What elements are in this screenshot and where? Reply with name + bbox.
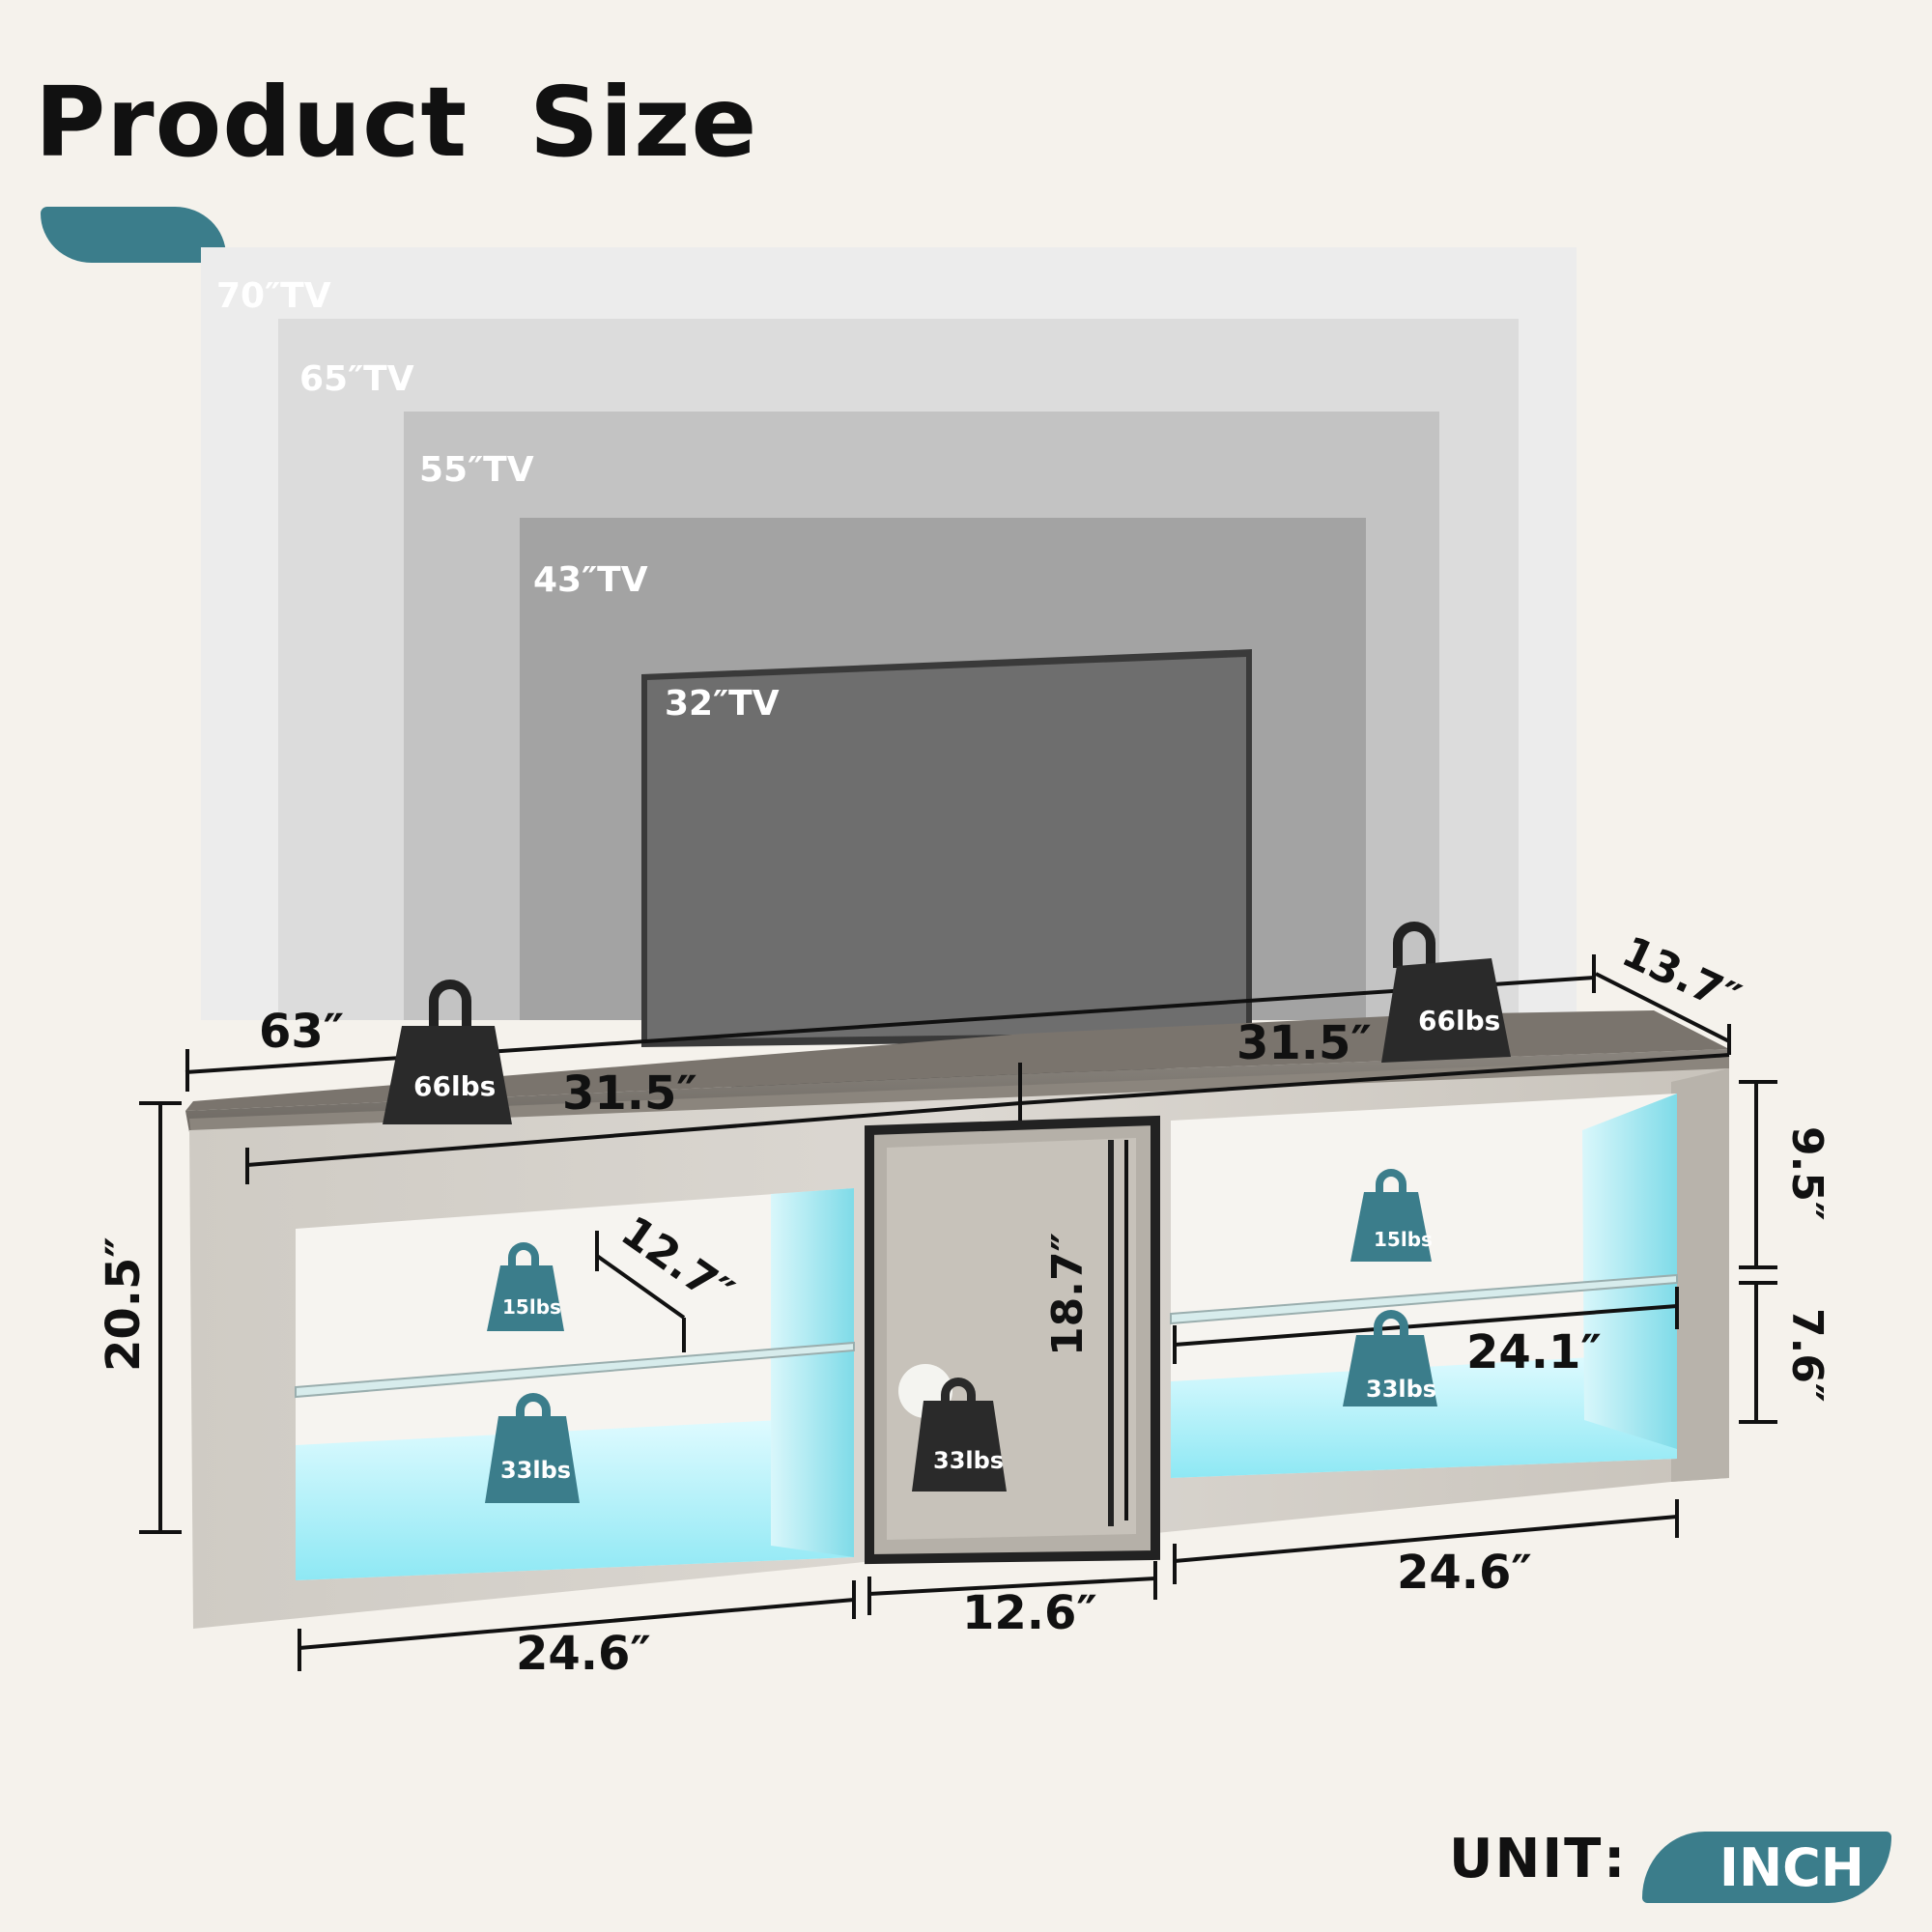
tv-32-label: 32″TV [665, 684, 780, 724]
weight-top-right-icon [1381, 922, 1511, 1063]
dim-center-height: 18.7″ [1043, 1233, 1093, 1356]
left-compartment [295, 1188, 855, 1580]
dim-depth: 13.7″ [1614, 927, 1747, 1024]
tv-70-label: 70″TV [216, 276, 331, 316]
weight-right-lower-icon [1343, 1310, 1437, 1406]
dim-top-left-half: 31.5″ [562, 1066, 697, 1121]
center-compartment [865, 1115, 1160, 1565]
weight-left-lower-icon [485, 1393, 580, 1503]
weight-left-upper-icon [487, 1242, 564, 1331]
tv-32-screen [641, 649, 1252, 1097]
dim-height: 20.5″ [97, 1236, 151, 1372]
page-title: Product Size [35, 66, 758, 179]
weight-top-right-label: 66lbs [1418, 1005, 1500, 1037]
weight-left-lower-label: 33lbs [500, 1457, 571, 1484]
weight-center-label: 33lbs [933, 1447, 1004, 1474]
dim-shelf-width: 24.1″ [1466, 1325, 1602, 1379]
unit-badge: INCH [1642, 1832, 1891, 1903]
title-accent-tab [41, 207, 226, 263]
tv-55-label: 55″TV [419, 450, 534, 490]
weight-left-upper-label: 15lbs [502, 1295, 561, 1319]
dim-left-width: 24.6″ [516, 1627, 651, 1681]
dim-top-right-half: 31.5″ [1236, 1016, 1372, 1070]
weight-right-lower-label: 33lbs [1366, 1376, 1436, 1403]
weight-top-left-icon [383, 980, 512, 1124]
right-compartment [1170, 1094, 1678, 1478]
tv-65-label: 65″TV [299, 359, 414, 399]
dim-center-width: 12.6″ [962, 1586, 1097, 1640]
weight-right-upper-label: 15lbs [1374, 1228, 1433, 1251]
tv-43-label: 43″TV [533, 560, 648, 600]
dim-lower-shelf-height: 7.6″ [1782, 1308, 1832, 1403]
weight-center-icon [912, 1378, 1007, 1492]
dim-upper-shelf-height: 9.5″ [1782, 1126, 1832, 1221]
dimension-lines [139, 954, 1777, 1671]
unit-separator: : [1604, 1828, 1626, 1890]
weight-top-left-label: 66lbs [413, 1070, 496, 1102]
unit-label: UNIT [1449, 1828, 1604, 1890]
dim-right-width: 24.6″ [1397, 1546, 1532, 1600]
dim-total-width: 63″ [259, 1005, 344, 1059]
weight-right-upper-icon [1350, 1169, 1432, 1262]
